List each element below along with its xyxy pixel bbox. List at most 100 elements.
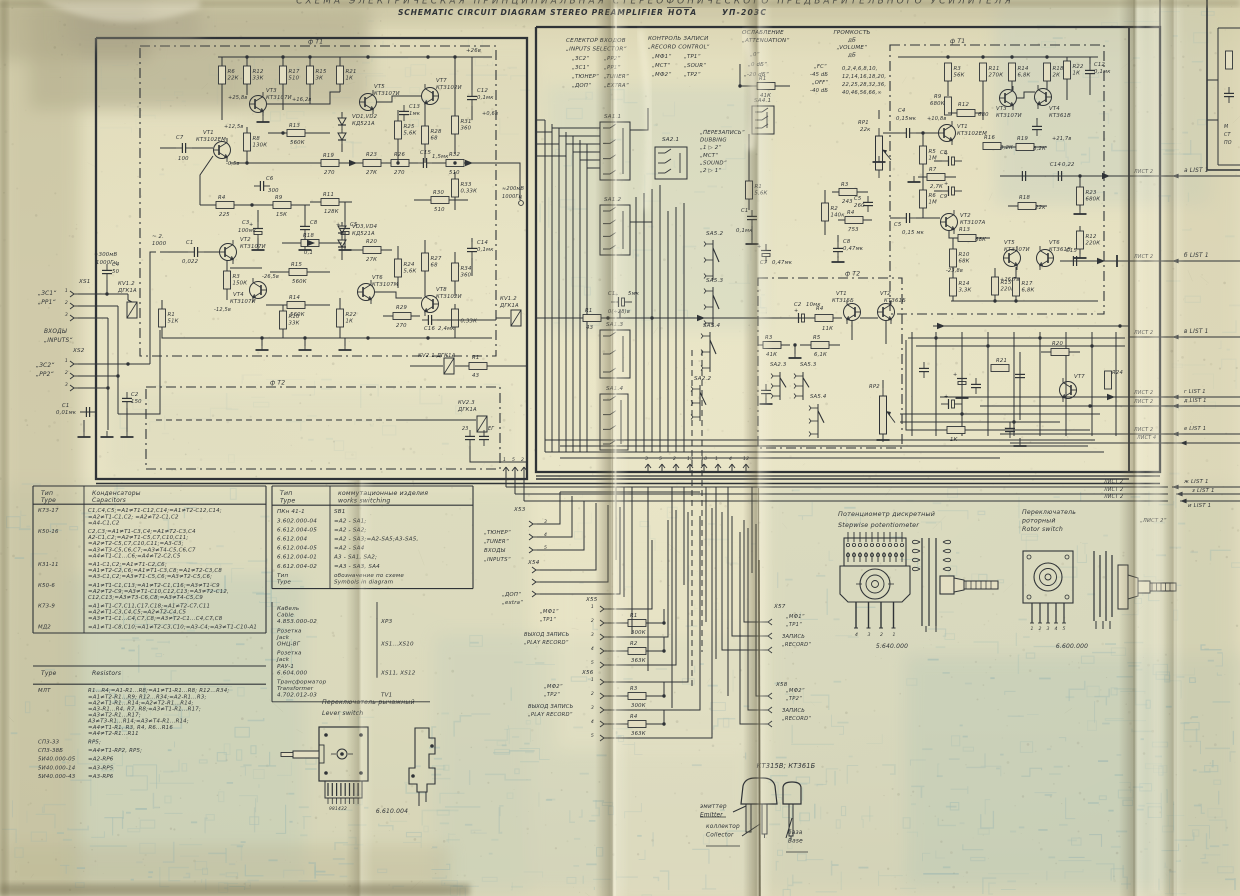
speck (469, 497, 472, 501)
speck (1101, 202, 1104, 205)
speck (1189, 717, 1193, 720)
speck (78, 545, 81, 549)
speck (201, 754, 204, 757)
speck (1083, 461, 1086, 463)
speck (1191, 122, 1195, 125)
speck (10, 408, 12, 410)
speck (356, 60, 359, 63)
speck (974, 660, 978, 664)
speck (988, 390, 990, 392)
speck (824, 564, 827, 567)
speck (820, 176, 822, 178)
speck (840, 846, 843, 849)
speck (507, 276, 510, 279)
speck (791, 489, 794, 492)
speck (1096, 699, 1099, 703)
speck (686, 385, 688, 387)
speck (500, 412, 503, 415)
speck (1198, 803, 1201, 806)
speck (940, 363, 942, 365)
speck (189, 539, 192, 543)
speck (384, 129, 387, 132)
stain (65, 575, 305, 885)
speck (976, 698, 979, 701)
speck (181, 160, 185, 164)
speck (468, 297, 470, 299)
speck (299, 620, 302, 623)
speck (1017, 505, 1019, 507)
speck (38, 340, 40, 342)
speck (1209, 362, 1213, 366)
speck (1187, 472, 1190, 475)
speck (94, 682, 97, 684)
speck (176, 541, 179, 544)
speck (1061, 562, 1065, 566)
speck (229, 769, 231, 771)
speck (296, 822, 299, 824)
speck (777, 843, 779, 845)
speck (523, 25, 526, 28)
speck (255, 710, 258, 713)
speck (1078, 837, 1080, 839)
speck (1237, 146, 1240, 149)
speck (891, 241, 894, 244)
speck (490, 613, 494, 616)
speck (401, 5, 403, 8)
speck (101, 514, 103, 516)
speck (647, 417, 651, 420)
speck (1018, 526, 1021, 529)
speck (922, 823, 924, 825)
speck (660, 508, 663, 511)
speck (880, 259, 882, 261)
speck (444, 351, 447, 354)
speck (247, 168, 249, 170)
speck (385, 821, 389, 825)
speck (791, 346, 794, 348)
speck (663, 258, 666, 262)
speck (111, 274, 115, 277)
speck (235, 876, 239, 880)
speck (1009, 474, 1011, 476)
speck (179, 797, 182, 799)
speck (56, 494, 59, 497)
speck (461, 712, 463, 714)
speck (949, 499, 951, 501)
edge-shadow (0, 884, 470, 896)
speck (730, 224, 733, 227)
speck (163, 653, 165, 655)
speck (894, 876, 896, 878)
speck (503, 702, 506, 705)
speck (648, 15, 652, 19)
speck (351, 453, 354, 457)
speck (139, 521, 142, 524)
speck (249, 636, 252, 639)
speck (1185, 845, 1188, 848)
speck (1098, 804, 1100, 806)
speck (544, 824, 547, 826)
speck (193, 528, 194, 529)
speck (1077, 830, 1080, 833)
speck (424, 183, 428, 187)
speck (868, 281, 870, 282)
speck (208, 638, 210, 640)
speck (911, 195, 915, 199)
speck (733, 637, 735, 639)
speck (794, 219, 797, 221)
speck (880, 657, 882, 660)
speck (1099, 689, 1102, 691)
speck (965, 100, 967, 103)
speck (66, 761, 70, 764)
speck (912, 76, 915, 80)
speck (905, 874, 907, 876)
speck (894, 117, 896, 119)
speck (46, 108, 48, 110)
speck (794, 116, 796, 117)
speck (574, 396, 577, 399)
speck (685, 835, 688, 838)
speck (48, 264, 50, 267)
speck (887, 276, 890, 278)
speck (328, 425, 330, 427)
speck (46, 709, 49, 712)
speck (569, 543, 571, 546)
speck (343, 512, 345, 515)
